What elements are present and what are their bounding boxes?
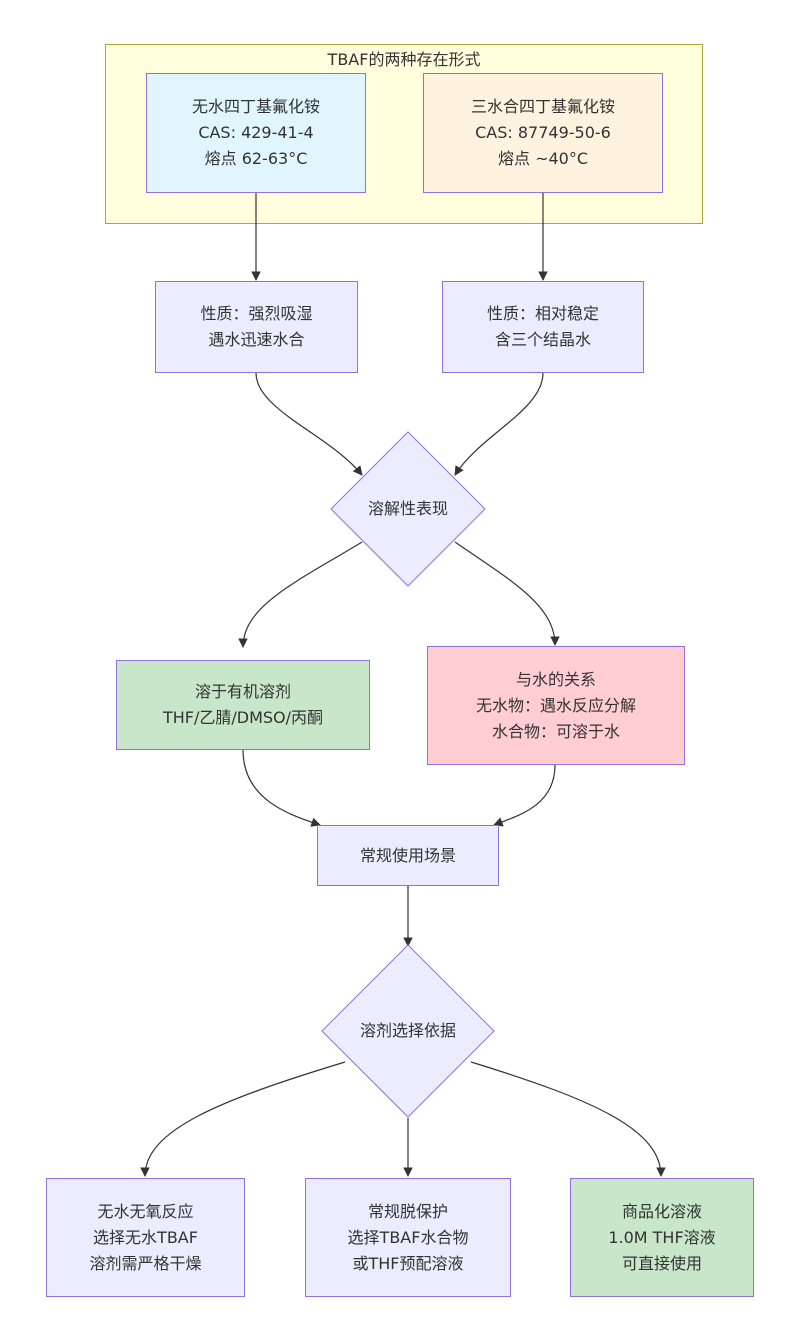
group-title: TBAF的两种存在形式 [327, 50, 481, 69]
trihydrate-tbaf-node: 三水合四丁基氟化铵 CAS: 87749-50-6 熔点 ~40°C [423, 73, 663, 193]
opt2-line3: 或THF预配溶液 [352, 1253, 464, 1273]
solvent-choice-decision-shape [321, 944, 495, 1118]
organic-line2: THF/乙腈/DMSO/丙酮 [162, 708, 324, 727]
trihydrate-property-line2: 含三个结晶水 [494, 330, 591, 349]
anhydrous-property-line2: 遇水迅速水合 [208, 330, 305, 349]
opt1-line1: 无水无氧反应 [97, 1201, 194, 1221]
edge-prop1-to-solubility [255, 372, 363, 476]
water-line1: 与水的关系 [515, 669, 596, 689]
trihydrate-property-node: 性质：相对稳定 含三个结晶水 [442, 281, 644, 373]
opt3-line3: 可直接使用 [621, 1253, 702, 1273]
usage-scenario-node: 常规使用场景 [317, 825, 499, 886]
opt3-line1: 商品化溶液 [621, 1201, 702, 1221]
anhydrous-property-line1: 性质：强烈吸湿 [200, 304, 313, 323]
edge-solubility-to-water [454, 541, 560, 646]
anhydrous-tbaf-node: 无水四丁基氟化铵 CAS: 429-41-4 熔点 62-63°C [146, 73, 366, 193]
edge-choice-to-opt1 [140, 1061, 346, 1177]
opt1-line2: 选择无水TBAF [93, 1227, 198, 1247]
edge-solubility-to-organic [238, 541, 363, 648]
organic-line1: 溶于有机溶剂 [194, 682, 291, 701]
opt1-line3: 溶剂需严格干燥 [89, 1253, 202, 1273]
trihydrate-melting-point: 熔点 ~40°C [497, 149, 589, 168]
edge-prop2-to-solubility [454, 372, 544, 476]
edge-choice-to-opt3 [470, 1061, 666, 1177]
water-line2: 无水物：遇水反应分解 [475, 695, 636, 715]
anhydrous-reaction-option-node: 无水无氧反应 选择无水TBAF 溶剂需严格干燥 [46, 1178, 245, 1297]
trihydrate-name: 三水合四丁基氟化铵 [470, 97, 615, 116]
solubility-decision-shape [330, 431, 486, 587]
water-line3: 水合物：可溶于水 [491, 721, 620, 741]
solubility-decision-label: 溶解性表现 [367, 499, 449, 518]
anhydrous-cas: CAS: 429-41-4 [198, 123, 314, 142]
usage-label: 常规使用场景 [359, 845, 456, 865]
commercial-solution-option-node: 商品化溶液 1.0M THF溶液 可直接使用 [570, 1178, 754, 1297]
solvent-choice-decision-label: 溶剂选择依据 [359, 1021, 457, 1040]
anhydrous-name: 无水四丁基氟化铵 [191, 97, 320, 116]
water-relation-node: 与水的关系 无水物：遇水反应分解 水合物：可溶于水 [427, 646, 685, 765]
edge-water-to-usage [493, 764, 556, 827]
anhydrous-property-node: 性质：强烈吸湿 遇水迅速水合 [155, 281, 358, 373]
organic-solvents-node: 溶于有机溶剂 THF/乙腈/DMSO/丙酮 [116, 660, 370, 750]
opt2-line1: 常规脱保护 [367, 1201, 448, 1221]
deprotection-option-node: 常规脱保护 选择TBAF水合物 或THF预配溶液 [305, 1178, 511, 1297]
trihydrate-property-line1: 性质：相对稳定 [486, 304, 599, 323]
opt2-line2: 选择TBAF水合物 [347, 1227, 469, 1247]
edge-organic-to-usage [242, 749, 321, 827]
opt3-line2: 1.0M THF溶液 [608, 1227, 716, 1247]
anhydrous-melting-point: 熔点 62-63°C [204, 149, 308, 168]
trihydrate-cas: CAS: 87749-50-6 [475, 123, 611, 142]
